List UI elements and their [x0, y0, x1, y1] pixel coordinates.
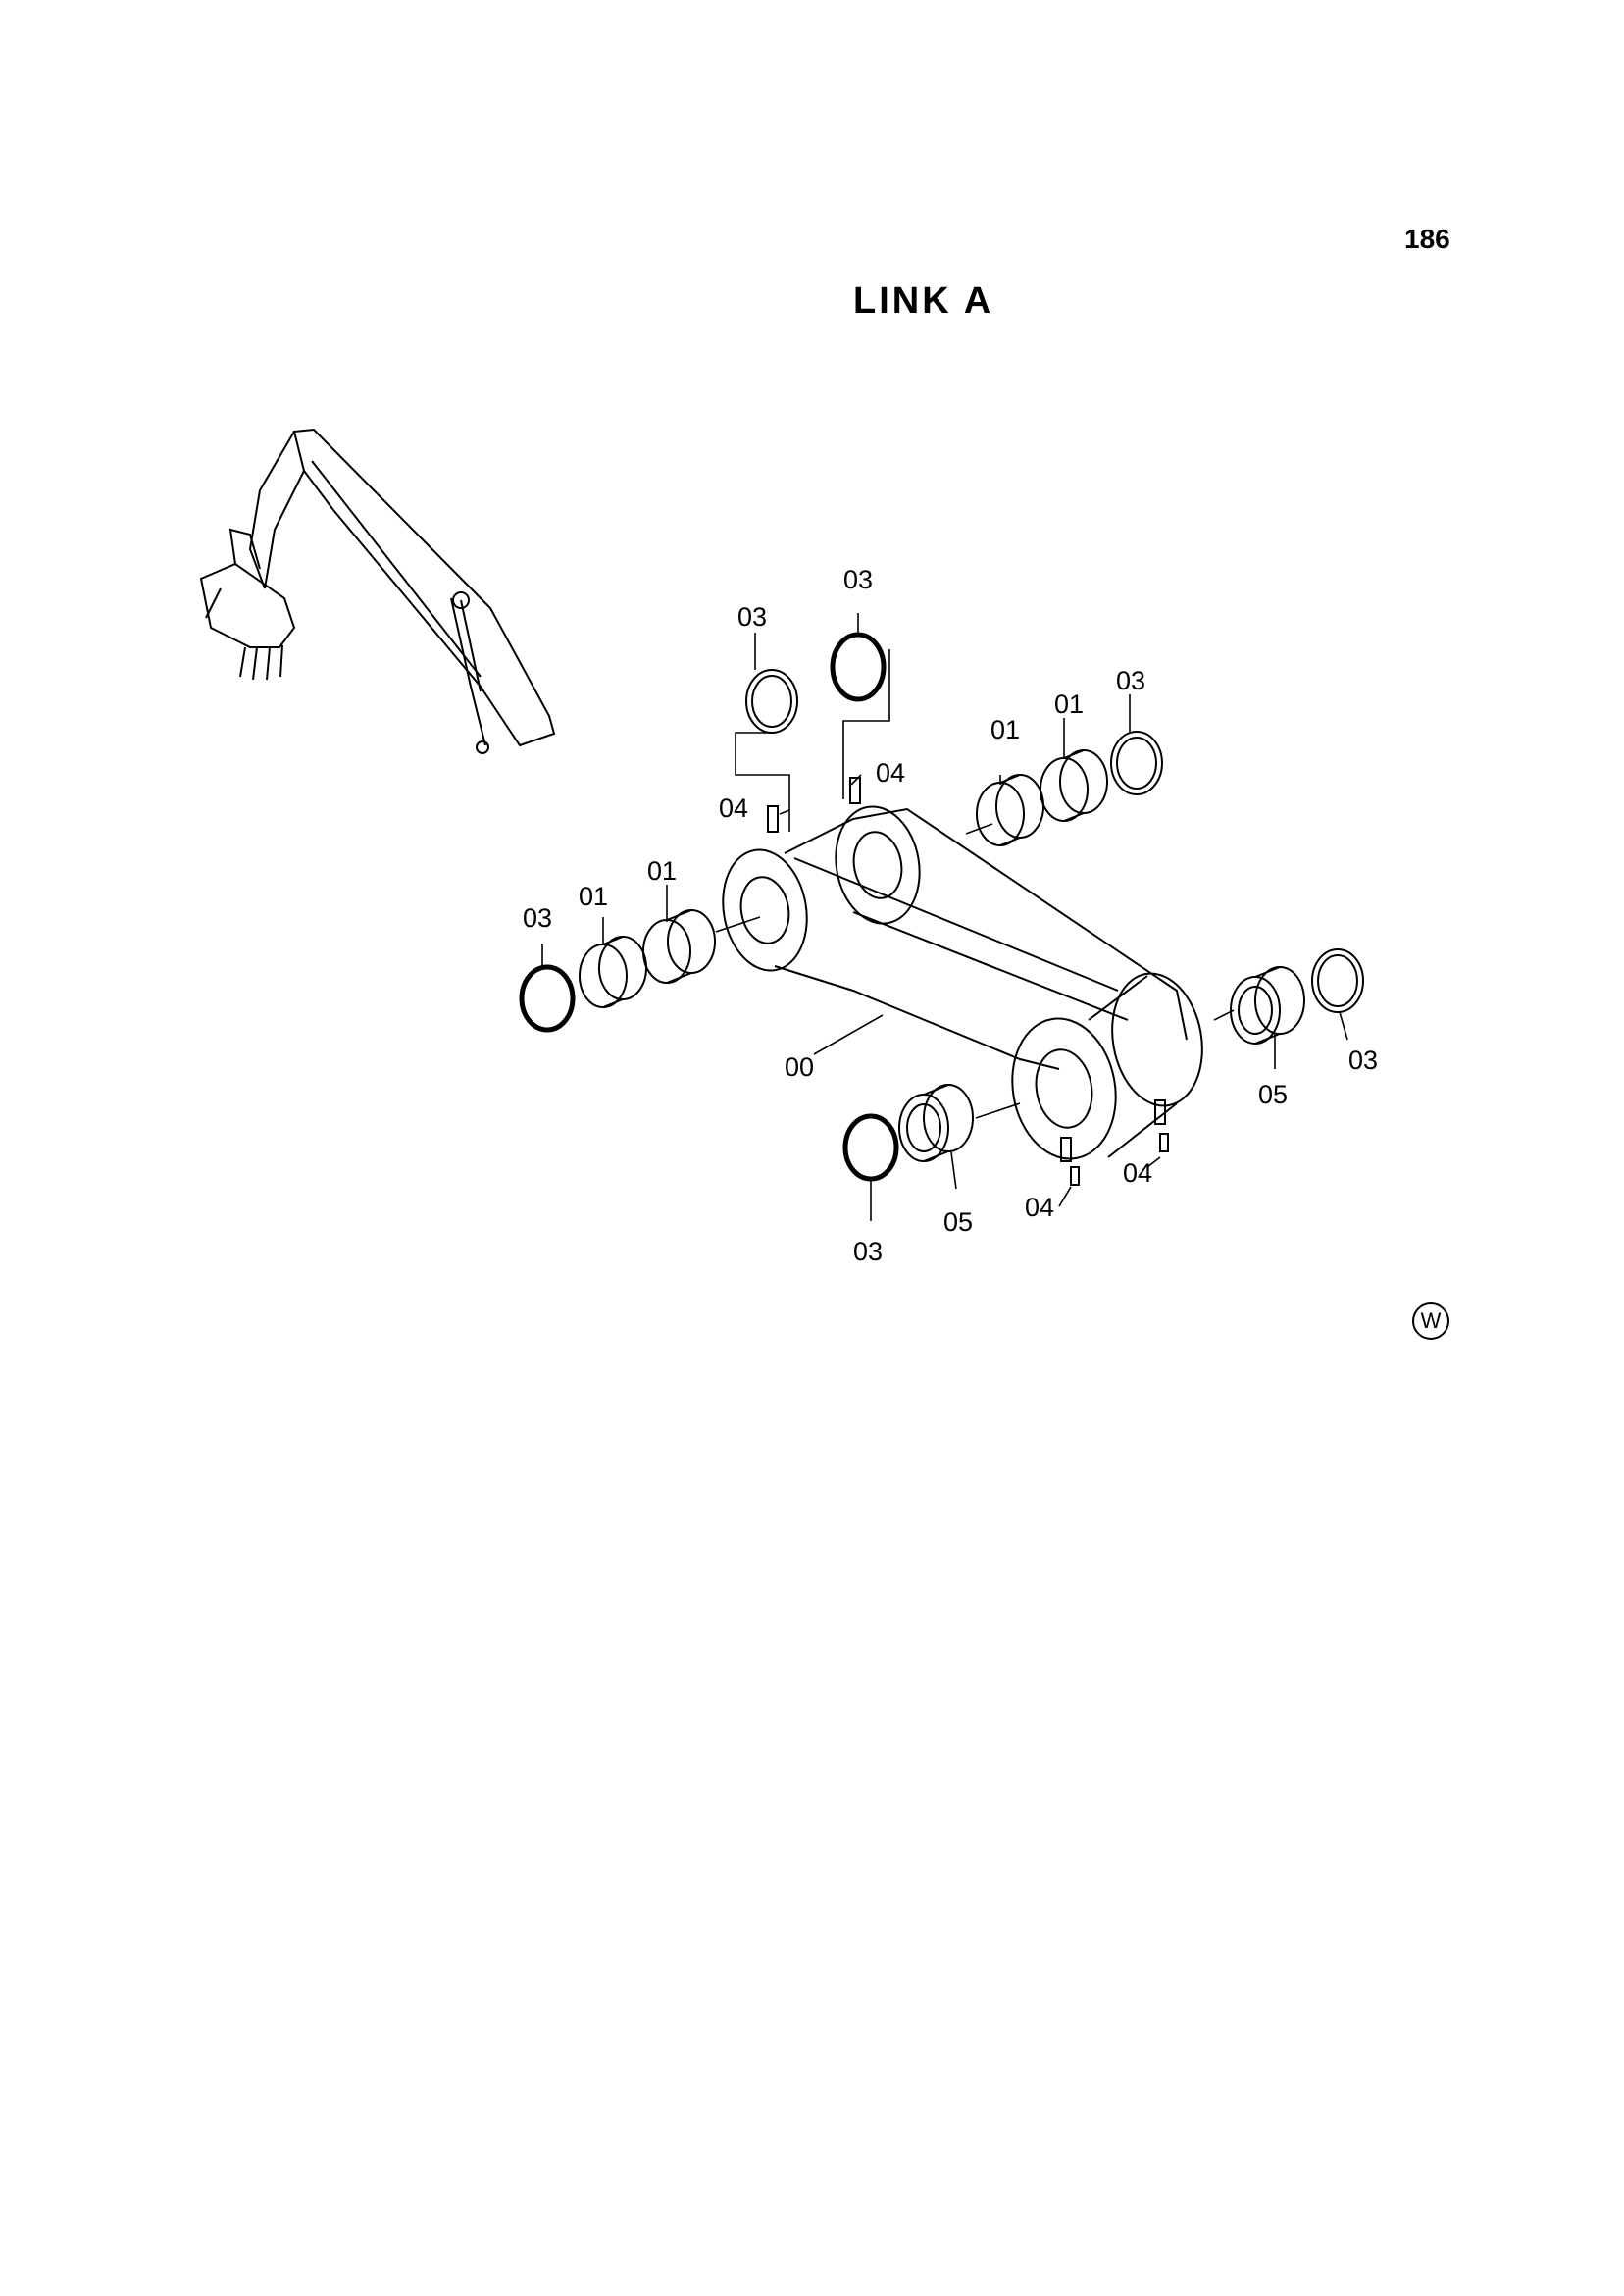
seal-ring-03-top-center — [830, 632, 887, 702]
label-03: 03 — [737, 602, 767, 632]
bushing-01-left-b — [642, 909, 716, 984]
excavator-illustration — [199, 428, 556, 754]
bushing-05-right — [1230, 966, 1305, 1045]
bushing-01-right-b — [1040, 749, 1108, 822]
seal-ring-03-bottom — [842, 1113, 899, 1182]
label-05: 05 — [943, 1207, 973, 1237]
grease-fittings — [767, 777, 1169, 1186]
label-03: 03 — [1348, 1046, 1378, 1075]
leader-lines — [541, 613, 1348, 1221]
label-05: 05 — [1258, 1080, 1288, 1109]
label-04: 04 — [876, 758, 905, 788]
label-01: 01 — [579, 882, 608, 911]
label-04: 04 — [1025, 1193, 1054, 1222]
label-03: 03 — [853, 1237, 883, 1266]
seal-ring-03-right-top — [1110, 731, 1163, 795]
label-03: 03 — [523, 903, 552, 933]
label-03: 03 — [1116, 666, 1145, 695]
label-04: 04 — [1123, 1158, 1152, 1188]
seal-ring-03-right-bottom — [1311, 948, 1364, 1013]
bushing-01-right-a — [976, 774, 1044, 846]
bushing-05-bottom — [898, 1084, 974, 1162]
page-title: LINK A — [853, 281, 994, 322]
label-01: 01 — [647, 856, 677, 886]
label-01: 01 — [990, 715, 1020, 744]
seal-ring-03-left — [519, 964, 576, 1033]
link-body — [722, 805, 1203, 1160]
label-01: 01 — [1054, 689, 1084, 719]
seal-ring-03-top-left — [745, 669, 798, 734]
label-00: 00 — [785, 1052, 814, 1082]
label-04: 04 — [719, 793, 748, 823]
page-number: 186 — [1404, 224, 1450, 254]
circled-w-mark: W — [1412, 1302, 1449, 1340]
label-03: 03 — [843, 565, 873, 594]
bushing-01-left-a — [579, 936, 647, 1008]
